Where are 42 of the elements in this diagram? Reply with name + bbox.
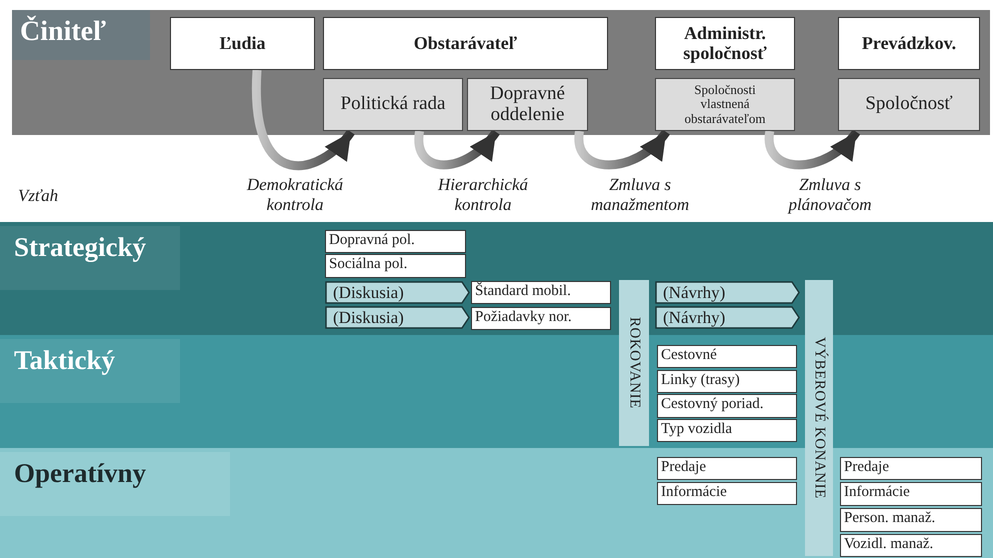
- task-box: Predaje: [657, 457, 797, 480]
- section-heading: Strategický: [0, 226, 180, 290]
- row-label: Vzťah: [18, 186, 58, 206]
- actor-box: Prevádzkov.: [838, 17, 980, 70]
- actor-box: Ľudia: [170, 17, 315, 70]
- edge-label: Demokratická kontrola: [246, 175, 344, 214]
- curved-arrow: [574, 129, 670, 170]
- process-bar: ROKOVANIE: [619, 280, 649, 446]
- task-box: Vozidl. manaž.: [840, 534, 982, 557]
- task-box: Sociálna pol.: [325, 254, 466, 278]
- task-box: Predaje: [840, 457, 982, 480]
- chevron-label: (Návrhy): [655, 306, 800, 329]
- unit-box: Spoločnosti vlastnená obstarávateľom: [655, 78, 795, 131]
- task-box: Person. manaž.: [840, 508, 982, 532]
- chevron-label: (Návrhy): [655, 281, 800, 304]
- edge-label: Zmluva s manažmentom: [590, 175, 690, 214]
- task-box: Typ vozidla: [657, 419, 797, 442]
- process-bar: VÝBEROVÉ KONANIE: [805, 280, 833, 556]
- curved-arrow: [764, 129, 860, 170]
- curved-arrow: [252, 70, 355, 170]
- unit-box: Dopravné oddelenie: [467, 78, 588, 131]
- task-box: Linky (trasy): [657, 370, 797, 393]
- task-box: Štandard mobil.: [471, 281, 611, 304]
- task-box: Požiadavky nor.: [471, 307, 611, 330]
- unit-box: Spoločnosť: [838, 78, 980, 131]
- actor-box: Obstarávateľ: [323, 17, 608, 70]
- task-box: Dopravná pol.: [325, 230, 466, 253]
- task-box: Informácie: [657, 482, 797, 505]
- section-heading: Operatívny: [0, 452, 230, 516]
- task-box: Informácie: [840, 482, 982, 506]
- task-box: Cestovné: [657, 345, 797, 368]
- actor-box: Administr. spoločnosť: [655, 17, 795, 70]
- chevron-label: (Diskusia): [325, 306, 470, 329]
- section-heading: Taktický: [0, 339, 180, 403]
- unit-box: Politická rada: [323, 78, 463, 131]
- task-box: Cestovný poriad.: [657, 394, 797, 418]
- chevron-label: (Diskusia): [325, 281, 470, 304]
- edge-label: Zmluva s plánovačom: [786, 175, 873, 214]
- curved-arrow: [414, 129, 500, 170]
- edge-label: Hierarchická kontrola: [436, 175, 529, 214]
- actor-panel: [12, 10, 990, 135]
- section-heading: Činiteľ: [12, 10, 150, 60]
